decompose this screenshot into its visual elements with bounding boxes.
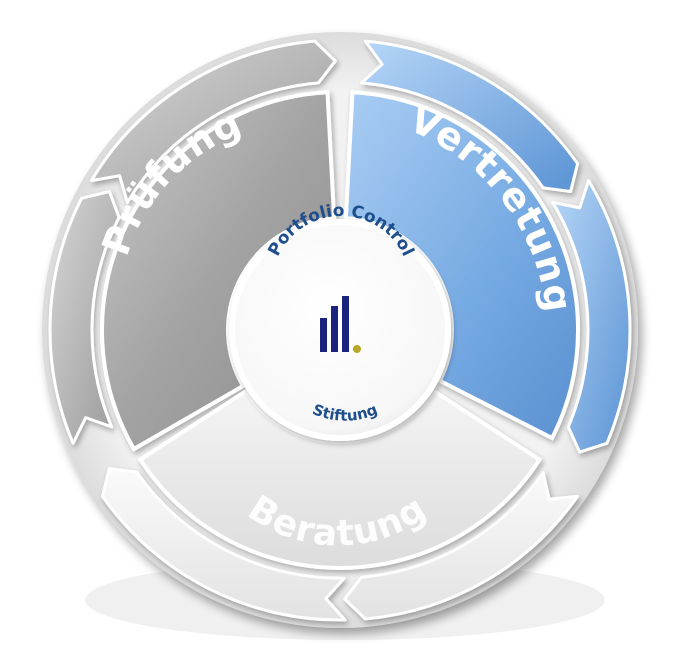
logo-bar-2 [331, 306, 338, 352]
segment-vertretung [343, 90, 581, 441]
arrow-beratung-1 [343, 470, 580, 621]
center-circle [229, 219, 451, 441]
arrow-beratung-2 [100, 467, 347, 622]
logo-bar-3 [342, 296, 349, 352]
segment-beratung [137, 388, 543, 570]
logo-dot [353, 345, 361, 353]
logo-bar-1 [320, 318, 327, 352]
segment-pruefung [100, 90, 337, 452]
arrow-pruefung-1 [48, 190, 121, 445]
arrow-pruefung-2 [89, 39, 337, 204]
arrow-vertretung-1 [360, 39, 580, 193]
cycle-segments [100, 90, 581, 570]
cycle-arrows [48, 39, 632, 622]
arrow-vertretung-2 [551, 179, 632, 454]
bar-chart-logo-icon [320, 296, 361, 353]
